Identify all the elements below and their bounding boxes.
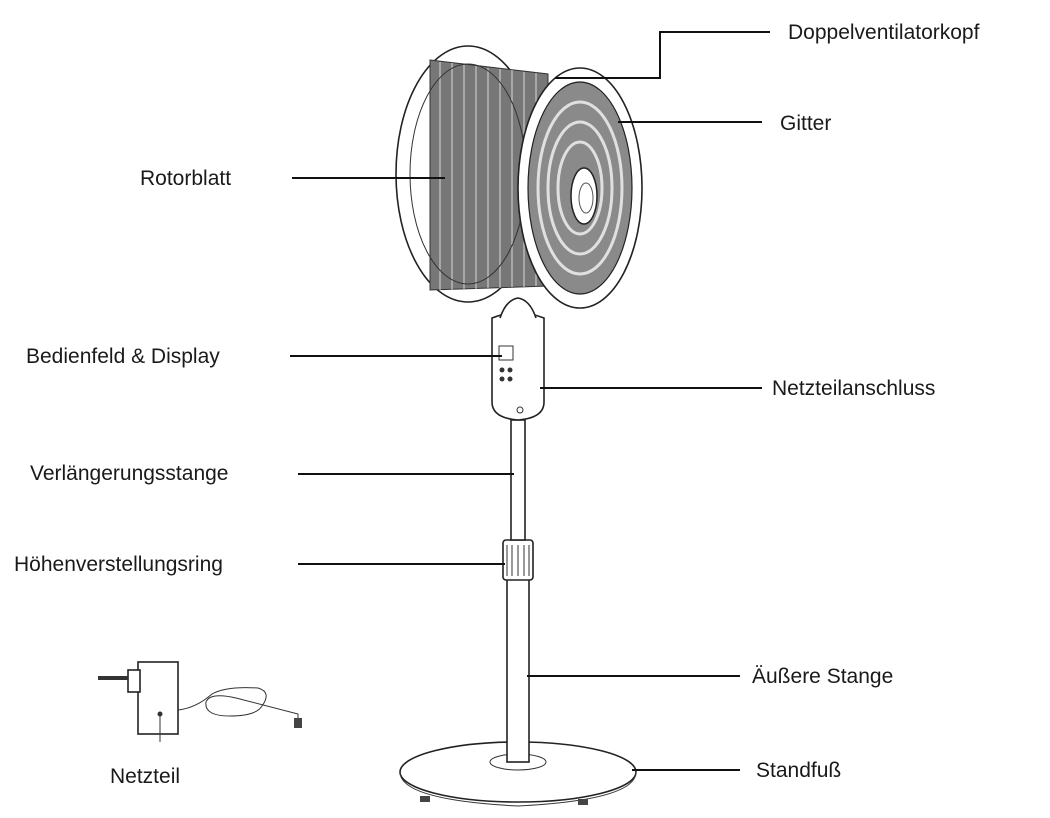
label-bedienfeld: Bedienfeld & Display <box>26 345 220 368</box>
label-verlaengerungsstange: Verlängerungsstange <box>30 462 229 485</box>
neck-drawing <box>499 297 537 319</box>
label-doppelventilatorkopf: Doppelventilatorkopf <box>788 21 980 44</box>
label-rotorblatt: Rotorblatt <box>140 167 232 190</box>
label-gitter: Gitter <box>780 112 832 135</box>
rear-fan-head-drawing <box>395 45 549 303</box>
power-adapter-drawing <box>98 661 302 742</box>
label-aeussere-stange: Äußere Stange <box>752 665 894 688</box>
leader-doppelventilatorkopf <box>555 31 770 79</box>
label-netzteil: Netzteil <box>110 765 181 788</box>
extension-pole-drawing <box>510 419 526 541</box>
label-hoehenverstellungsring: Höhenverstellungsring <box>14 553 223 576</box>
front-fan-head-drawing <box>517 67 643 309</box>
outer-pole-drawing <box>506 577 530 763</box>
label-netzteilanschluss: Netzteilanschluss <box>772 377 936 400</box>
leader-lines <box>290 31 770 771</box>
label-standfuss: Standfuß <box>756 759 842 782</box>
height-ring-drawing <box>502 539 534 581</box>
control-body-drawing <box>491 312 545 421</box>
